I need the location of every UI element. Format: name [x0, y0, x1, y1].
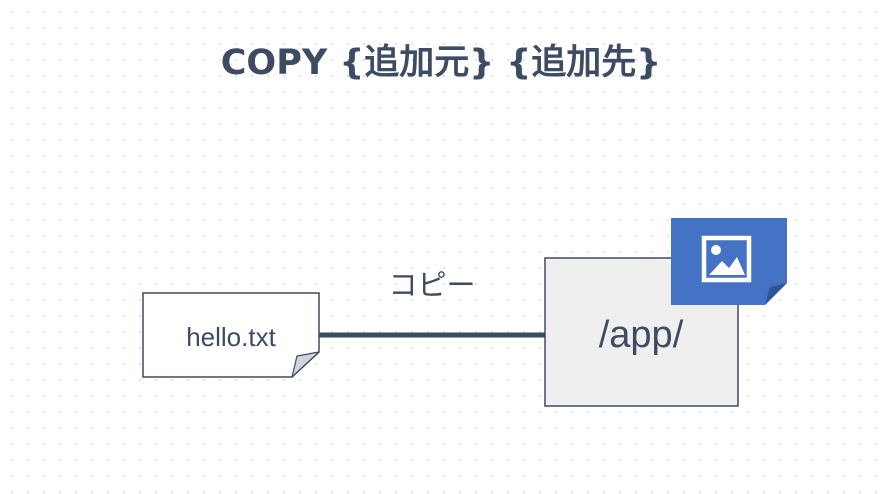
copy-arrow: コピー: [319, 268, 576, 345]
copy-arrow-label: コピー: [388, 268, 475, 302]
image-badge-shape: [671, 218, 787, 305]
source-file: hello.txt: [142, 292, 320, 378]
diagram-title: COPY {追加元} {追加先}: [220, 43, 662, 83]
source-file-label: hello.txt: [186, 322, 276, 352]
source-file-fold: [291, 351, 320, 378]
image-icon: [701, 235, 752, 283]
image-badge-fold: [765, 283, 787, 305]
destination-label: /app/: [599, 314, 684, 356]
image-badge: [671, 218, 787, 305]
